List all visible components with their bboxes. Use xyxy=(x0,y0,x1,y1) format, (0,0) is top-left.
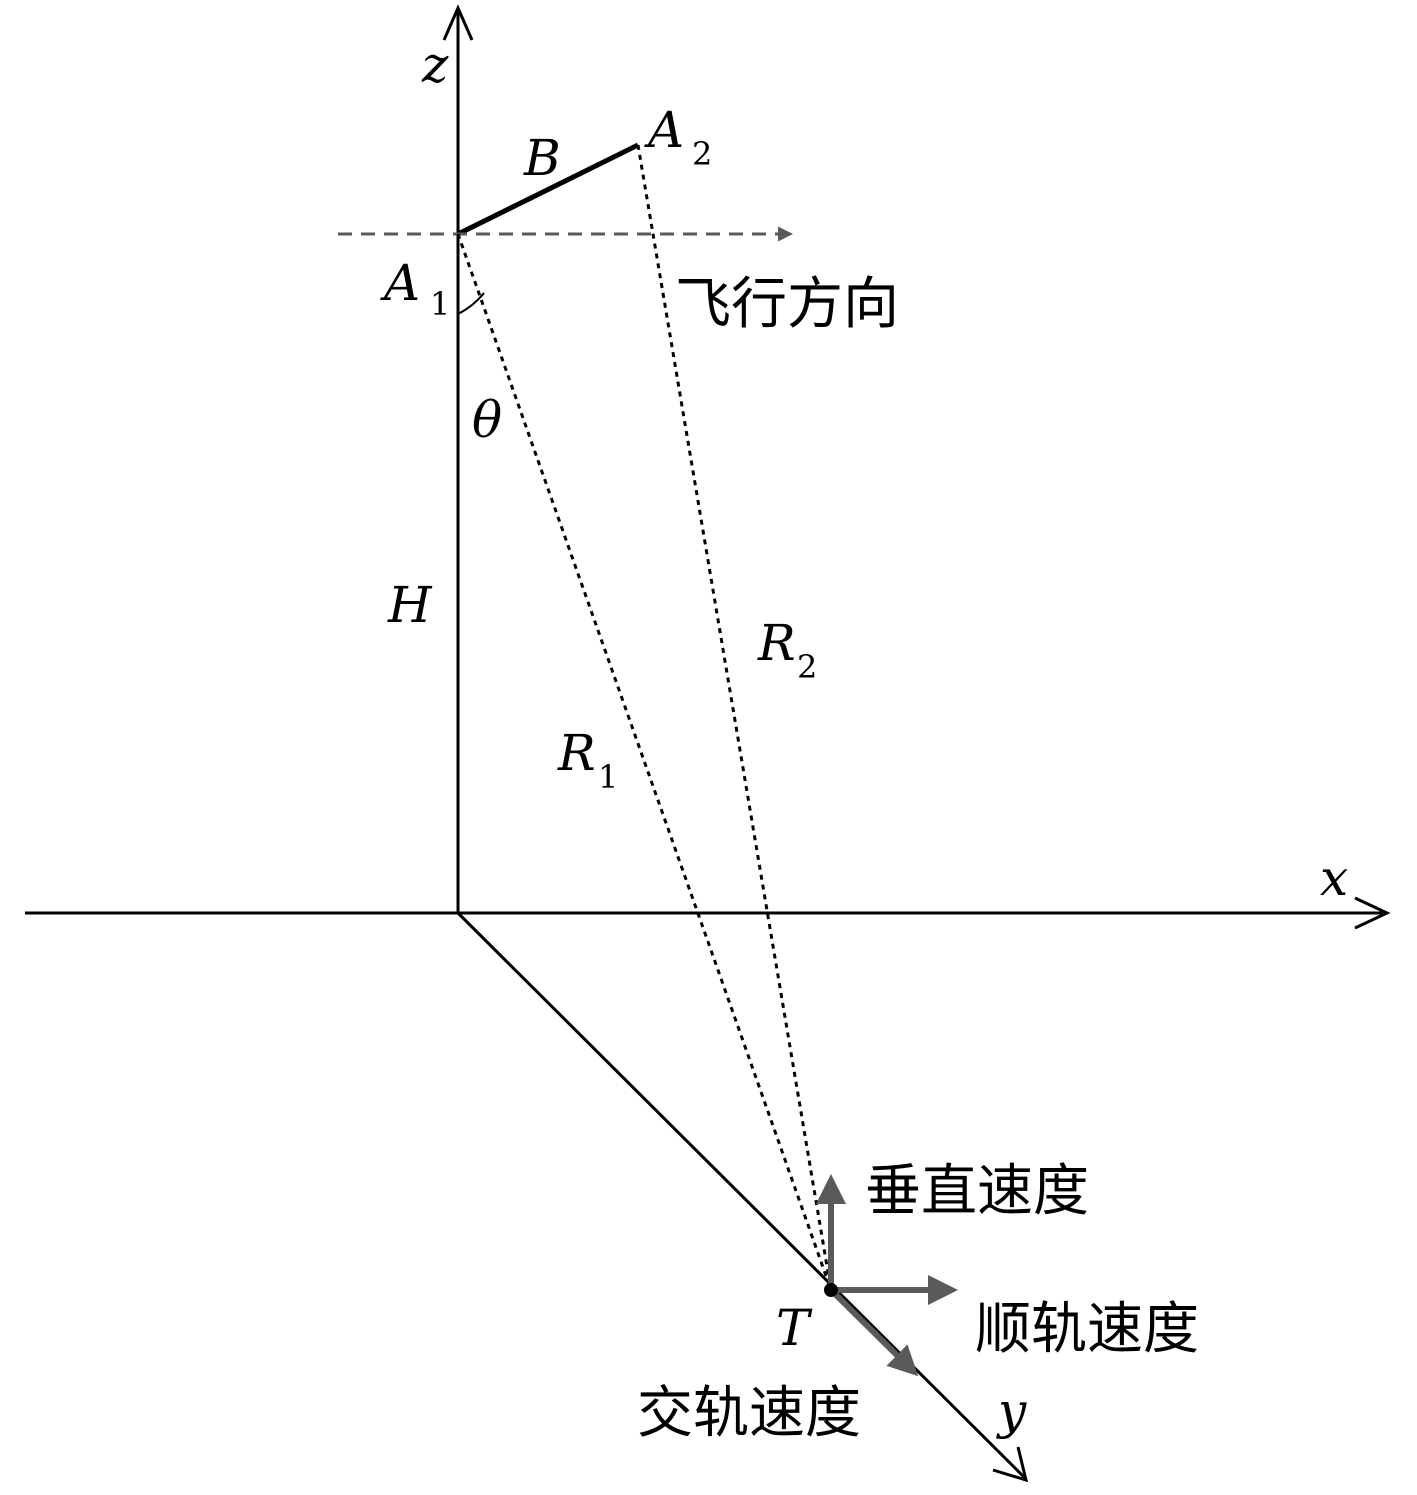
A2-label: A xyxy=(644,101,684,159)
B-label: B xyxy=(523,129,561,187)
R1-subscript: 1 xyxy=(598,758,618,796)
cross-track-velocity-label: 交轨速度 xyxy=(637,1381,861,1446)
x-axis-label: x xyxy=(1320,849,1348,907)
x-axis-arrowhead xyxy=(1354,896,1391,930)
y-axis-arrowhead xyxy=(992,1446,1029,1483)
A1-subscript: 1 xyxy=(430,285,450,323)
R1-label: R xyxy=(557,724,596,782)
slant-range-R1 xyxy=(456,233,833,1291)
z-axis-label: z xyxy=(421,36,449,94)
vertical-velocity-label: 垂直速度 xyxy=(865,1159,1089,1224)
A2-subscript: 2 xyxy=(692,135,712,173)
cross-track-velocity-arrow xyxy=(828,1287,919,1377)
y-axis-label: y xyxy=(996,1382,1027,1440)
z-axis-arrowhead xyxy=(442,4,474,41)
slant-range-R2 xyxy=(636,144,833,1291)
A1-label: A xyxy=(380,254,420,312)
H-label: H xyxy=(387,576,433,634)
R2-subscript: 2 xyxy=(797,648,817,686)
flight-direction-label: 飞行方向 xyxy=(675,272,899,337)
target-point-T xyxy=(824,1283,838,1297)
R2-label: R xyxy=(757,614,796,672)
theta-angle-arc xyxy=(457,292,485,315)
y-axis xyxy=(456,911,1027,1480)
baseline-B xyxy=(456,142,640,237)
along-track-velocity-label: 顺轨速度 xyxy=(975,1297,1199,1362)
T-label: T xyxy=(776,1299,813,1357)
theta-label: θ xyxy=(472,391,502,449)
